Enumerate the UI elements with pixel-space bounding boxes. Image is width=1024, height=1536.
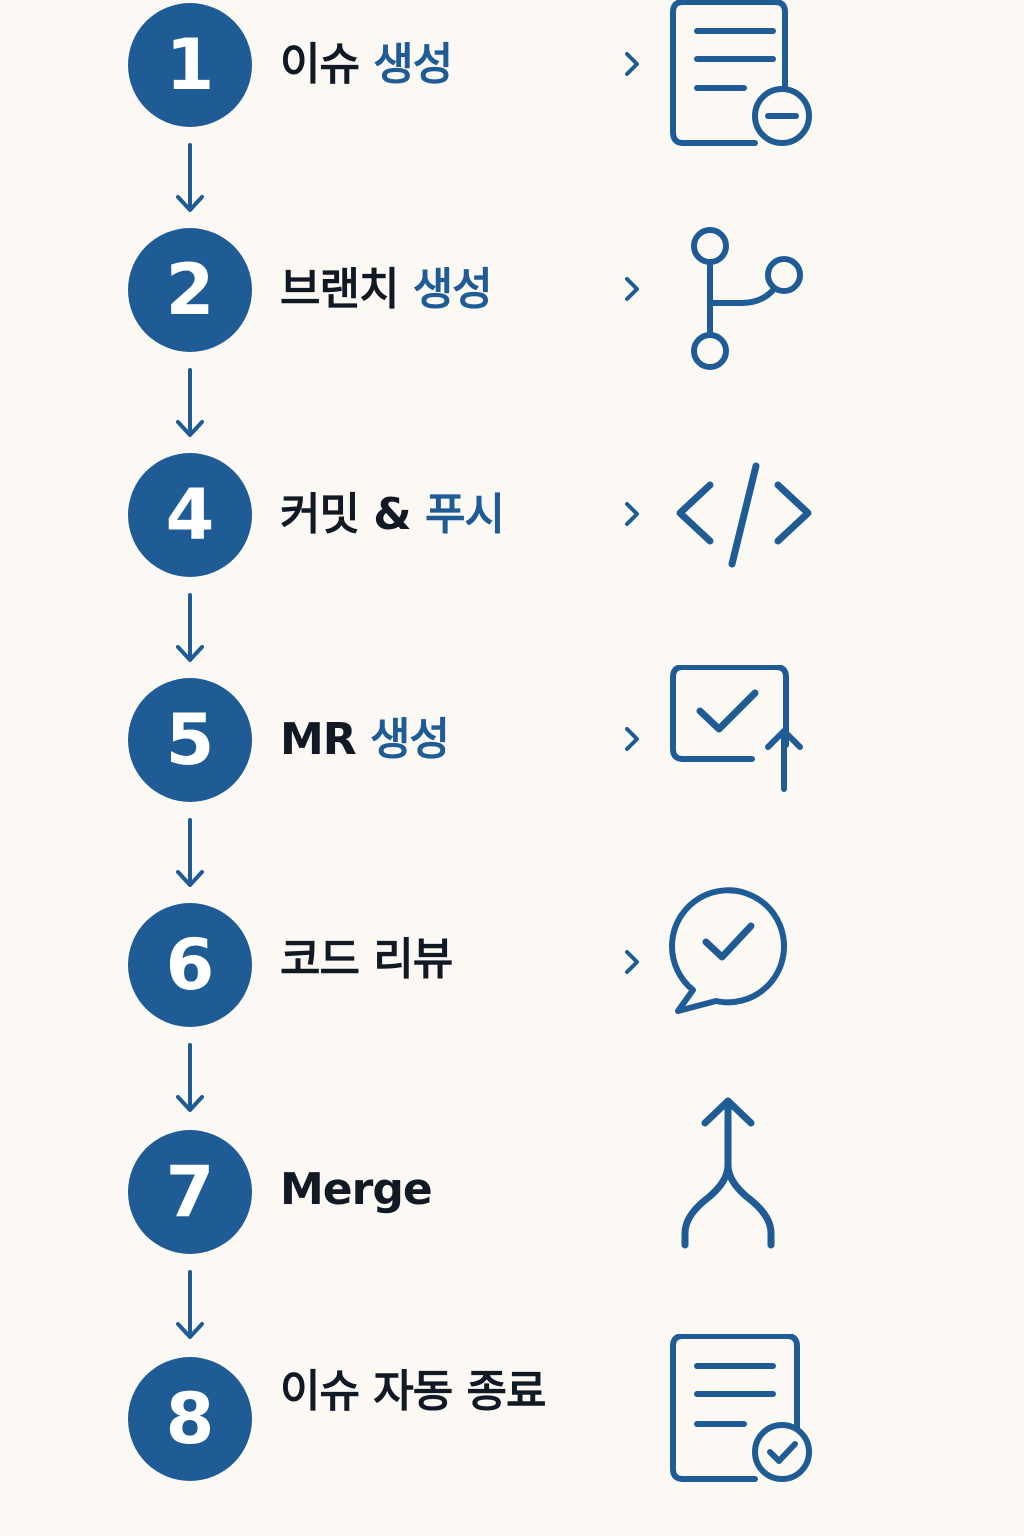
step-label-highlight: 생성 <box>373 39 453 90</box>
step-number-badge: 7 <box>128 1130 252 1254</box>
step-number-badge: 4 <box>128 453 252 577</box>
chat-check-icon <box>669 887 788 1014</box>
step-label-text: MR <box>280 714 370 765</box>
down-arrow-icon <box>176 143 204 212</box>
git-merge-icon <box>681 1097 775 1249</box>
chevron-right-icon <box>625 950 639 974</box>
down-arrow-icon <box>176 368 204 437</box>
step-8: 8 이슈 자동 종료 <box>0 1334 1024 1482</box>
step-label-highlight: 생성 <box>369 714 450 765</box>
document-minus-icon <box>670 0 812 146</box>
step-label-text: Merge <box>280 1164 433 1215</box>
down-arrow-icon <box>176 1043 204 1112</box>
step-label-text: 이슈 <box>280 39 374 90</box>
step-number-badge: 1 <box>128 3 252 127</box>
step-4: 4 커밋 & 푸시 <box>0 450 1024 580</box>
step-5: 5 MR 생성 <box>0 665 1024 805</box>
step-label-highlight: 생성 <box>412 264 493 315</box>
chevron-right-icon <box>625 502 639 526</box>
step-label: 이슈 생성 <box>280 43 453 87</box>
step-7: 7 Merge <box>0 1097 1024 1255</box>
checkbox-upload-icon <box>670 665 803 792</box>
step-label-text: 이슈 자동 종료 <box>280 1366 547 1417</box>
step-number-badge: 6 <box>128 903 252 1027</box>
step-label-text: 코드 리뷰 <box>280 934 453 985</box>
step-label-text: 브랜치 <box>280 264 413 315</box>
step-label-highlight: 푸시 <box>424 489 505 540</box>
step-label: 커밋 & 푸시 <box>280 493 505 537</box>
step-2: 2 브랜치 생성 <box>0 225 1024 370</box>
chevron-right-icon <box>625 727 639 751</box>
step-6: 6 코드 리뷰 <box>0 887 1024 1030</box>
chevron-right-icon <box>625 277 639 301</box>
step-label: Merge <box>280 1168 433 1212</box>
code-icon <box>676 462 812 568</box>
chevron-right-icon <box>625 52 639 76</box>
down-arrow-icon <box>176 818 204 887</box>
step-label: MR 생성 <box>280 718 450 762</box>
document-check-icon <box>670 1334 812 1482</box>
step-label: 브랜치 생성 <box>280 268 493 312</box>
step-label: 코드 리뷰 <box>280 938 453 982</box>
git-branch-icon <box>691 227 803 370</box>
step-1: 1 이슈 생성 <box>0 0 1024 146</box>
step-number-badge: 8 <box>128 1357 252 1481</box>
down-arrow-icon <box>176 1270 204 1339</box>
down-arrow-icon <box>176 593 204 662</box>
step-label: 이슈 자동 종료 <box>280 1370 547 1414</box>
step-number-badge: 5 <box>128 678 252 802</box>
step-label-text: 커밋 & <box>280 489 425 540</box>
step-number-badge: 2 <box>128 228 252 352</box>
